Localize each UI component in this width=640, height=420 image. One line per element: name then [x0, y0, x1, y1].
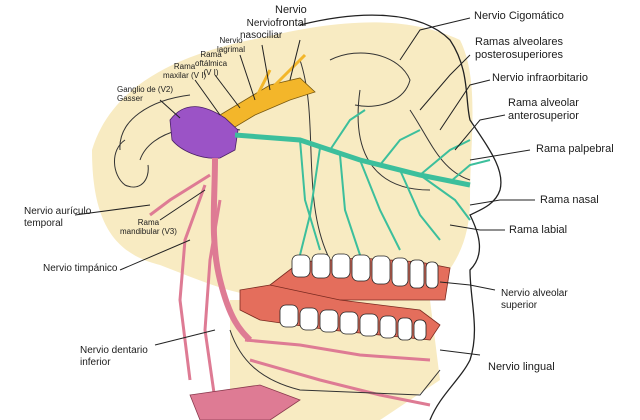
label-nervio-lagrimal: Nervio lagrimal	[217, 36, 246, 55]
lingual-muscle	[189, 384, 301, 420]
label-rama-mandibular: Rama mandibular (V3)	[120, 218, 177, 237]
lower-teeth	[279, 304, 427, 341]
label-rama-labial: Rama labial	[509, 224, 568, 236]
label-nervio-dentario-inferior: Nervio dentario inferior	[80, 345, 148, 368]
label-rama-palpebral: Rama palpebral	[536, 143, 614, 155]
label-nervio-nasociliar: Nervio nasociliar	[240, 18, 283, 41]
upper-teeth	[291, 253, 439, 289]
label-nervio-frontal: Nervio frontal	[275, 4, 307, 29]
label-rama-alveolar-antero: Rama alveolar anterosuperior	[508, 97, 579, 122]
face-skin	[92, 22, 473, 300]
orbit-contour	[329, 52, 411, 107]
label-ganglio-gasser: Ganglio de (V2) Gasser	[117, 85, 174, 104]
label-nervio-cigomatico: Nervio Cigomático	[474, 10, 564, 22]
maxillary-branches	[299, 109, 491, 256]
face-profile-outline	[299, 14, 502, 420]
label-ramas-alveolares-post: Ramas alveolares posterosuperiores	[475, 36, 564, 61]
mandibular-branches	[149, 173, 431, 407]
label-nervio-timpanico: Nervio timpánico	[43, 263, 118, 274]
leader-lines	[74, 17, 535, 356]
mandible-outline	[229, 329, 441, 396]
frontal-nerve	[268, 53, 307, 92]
label-nervio-alveolar-superior: Nervio alveolar superior	[501, 288, 568, 311]
label-nervio-infraorbitario: Nervio infraorbitario	[492, 72, 588, 84]
label-rama-maxilar: Rama maxilar (V I)	[163, 62, 207, 81]
label-rama-nasal: Rama nasal	[540, 194, 599, 206]
label-nervio-lingual: Nervio lingual	[488, 361, 555, 373]
label-rama-oftalmica: Rama oftálmica (V I)	[195, 50, 228, 78]
gasser-ganglion	[169, 106, 239, 159]
ear-contour	[114, 139, 149, 188]
label-nervio-auriculotemporal: Nervio aurículo temporal	[24, 206, 92, 229]
mandibular-trunk	[210, 157, 253, 343]
